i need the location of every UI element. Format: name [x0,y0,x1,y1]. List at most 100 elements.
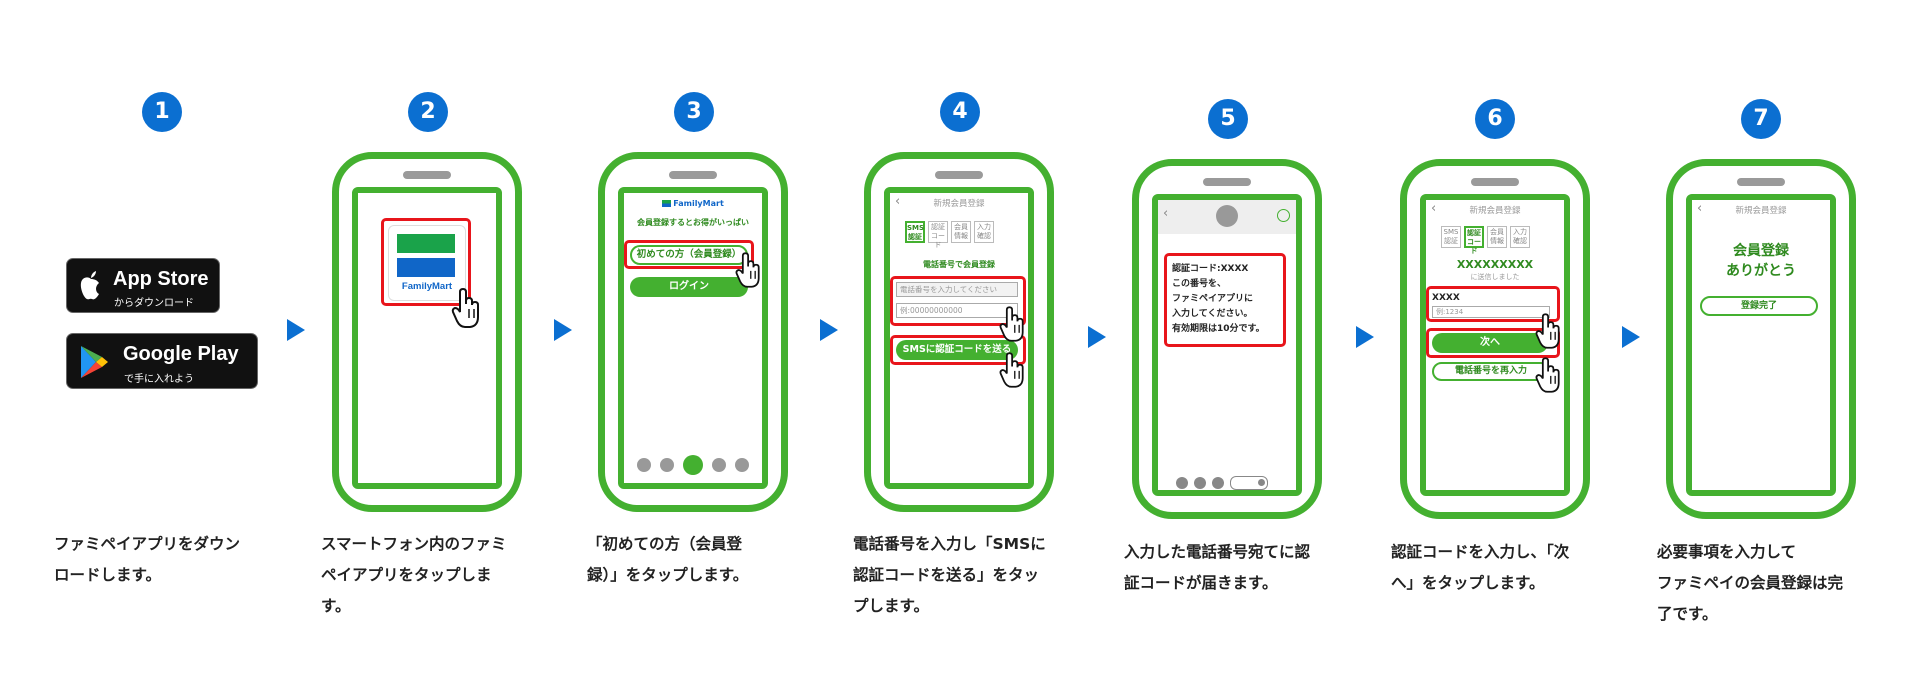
sms-line: 認証コード:XXXX [1172,264,1249,274]
phone-screen: ‹ 新規会員登録 SMS 認証 認証 コード 会員 情報 入力 確認 XXXXX… [1420,194,1570,496]
caption-line: スマートフォン内のファミ [321,535,507,553]
caption-line: 電話番号を入力し「SMSに [853,535,1046,553]
sms-line: 入力してください。 [1172,309,1253,319]
caption-line: ファミペイアプリをダウン [54,535,241,553]
arrow-right-icon [1088,326,1106,348]
app-store-badge[interactable]: App Store からダウンロード [66,258,220,313]
phone-number-input[interactable]: 電話番号を入力してください [896,282,1018,297]
brand-mark-icon [662,200,672,207]
sms-line: この番号を、 [1172,279,1227,289]
caption-line: 証コードが届きます。 [1124,574,1278,592]
tap-hand-icon [999,352,1024,388]
camera-icon[interactable] [1176,477,1188,489]
thanks-line-1: 会員登録 [1733,243,1789,259]
photo-icon[interactable] [1194,477,1206,489]
phone-speaker [403,171,451,179]
app-store-label: App Store [113,268,209,290]
google-play-label: Google Play [123,343,239,365]
page-indicator [624,455,762,475]
tab-member-info: 会員 情報 [951,221,971,243]
phone-screen: ‹ 新規会員登録 SMS 認証 認証 コード 会員 情報 入力 確認 電話番号で… [884,187,1034,489]
page-dot [735,458,749,472]
tab-sms-auth: SMS 認証 [905,221,925,243]
tab-member-info: 会員 情報 [1487,226,1507,248]
google-play-sublabel: で手に入れよう [124,374,194,385]
arrow-right-icon [554,319,572,341]
phone-step-2: FamilyMart [332,152,522,512]
thanks-line-2: ありがとう [1726,263,1796,279]
auth-code-example: 例:1234 [1432,306,1550,318]
step-2-caption: スマートフォン内のファミ ペイアプリをタップしま す。 [321,529,507,622]
reenter-phone-button[interactable]: 電話番号を再入力 [1432,362,1550,381]
highlight-box [890,276,1026,326]
familymart-app-icon[interactable]: FamilyMart [388,225,466,301]
step-number-4: 4 [940,92,980,132]
step-number-7: 7 [1741,99,1781,139]
highlight-box [890,335,1026,365]
caption-line: 「初めての方（会員登 [587,535,743,553]
highlight-box [624,240,754,269]
highlight-box [381,218,471,306]
arrow-right-icon [1622,326,1640,348]
back-chevron-icon[interactable]: ‹ [1163,206,1169,221]
caption-line: 了です。 [1657,605,1718,623]
phone-screen: FamilyMart [352,187,502,489]
app-store-sublabel: からダウンロード [114,298,194,309]
phone-speaker [1737,178,1785,186]
tab-confirm: 入力 確認 [1510,226,1530,248]
caption-line: ファミペイの会員登録は完 [1657,574,1844,592]
page-dot [660,458,674,472]
phone-step-3: FamilyMart 会員登録するとお得がいっぱい 初めての方（会員登録） ログ… [598,152,788,512]
step-4-caption: 電話番号を入力し「SMSに 認証コードを送る」をタッ プします。 [853,529,1046,622]
arrow-right-icon [820,319,838,341]
google-play-badge[interactable]: Google Play で手に入れよう [66,333,258,389]
tab-auth-code: 認証 コード [928,221,948,249]
familymart-brand: FamilyMart [624,199,762,208]
phone-step-6: ‹ 新規会員登録 SMS 認証 認証 コード 会員 情報 入力 確認 XXXXX… [1400,159,1590,519]
registration-complete-button[interactable]: 登録完了 [1700,296,1818,316]
apple-icon [80,271,99,300]
caption-line: 録）」をタップします。 [587,566,749,584]
page-dot-active [683,455,703,475]
arrow-right-icon [1356,326,1374,348]
sent-note: に送信しました [1470,273,1520,281]
back-chevron-icon[interactable]: ‹ [1697,201,1703,216]
caption-line: ロードします。 [54,566,161,584]
phone-speaker [669,171,717,179]
screen-header: 新規会員登録 [1735,206,1787,216]
highlight-box [1426,286,1560,322]
tap-hand-icon [999,306,1024,342]
step-number-6: 6 [1475,99,1515,139]
app-icon-label: FamilyMart [401,281,453,292]
step-7-caption: 必要事項を入力して ファミペイの会員登録は完 了です。 [1657,537,1843,630]
caption-line: 認証コードを送る」をタッ [853,566,1040,584]
send-sms-code-button[interactable]: SMSに認証コードを送る [896,340,1018,360]
info-circle-icon[interactable] [1277,209,1290,222]
tap-hand-icon [1535,313,1560,349]
message-input-bar [1176,476,1268,490]
caption-line: 入力した電話番号宛てに認 [1124,543,1311,561]
google-play-icon [81,346,108,378]
message-text-field[interactable] [1230,476,1268,490]
auth-code-input[interactable]: XXXX [1432,293,1460,303]
phone-speaker [1471,178,1519,186]
back-chevron-icon[interactable]: ‹ [895,194,901,209]
screen-header: 新規会員登録 [1469,206,1521,216]
phone-step-4: ‹ 新規会員登録 SMS 認証 認証 コード 会員 情報 入力 確認 電話番号で… [864,152,1054,512]
registration-steps: SMS 認証 認証 コード 会員 情報 入力 確認 [905,221,994,249]
app-icon[interactable] [1212,477,1224,489]
step-5-caption: 入力した電話番号宛てに認 証コードが届きます。 [1124,537,1310,599]
registration-steps: SMS 認証 認証 コード 会員 情報 入力 確認 [1441,226,1530,255]
first-time-register-button[interactable]: 初めての方（会員登録） [630,245,748,265]
login-button[interactable]: ログイン [630,277,748,297]
phone-screen: FamilyMart 会員登録するとお得がいっぱい 初めての方（会員登録） ログ… [618,187,768,489]
phone-speaker [1203,178,1251,186]
page-dot [637,458,651,472]
next-button[interactable]: 次へ [1432,333,1548,353]
back-chevron-icon[interactable]: ‹ [1431,201,1437,216]
step-1-caption: ファミペイアプリをダウン ロードします。 [54,529,240,591]
step-number-5: 5 [1208,99,1248,139]
step-3-caption: 「初めての方（会員登 録）」をタップします。 [587,529,748,591]
contact-avatar [1216,205,1238,227]
phone-screen: ‹ 認証コード:XXXX この番号を、 ファミペイアプリに 入力してください。 … [1152,194,1302,496]
